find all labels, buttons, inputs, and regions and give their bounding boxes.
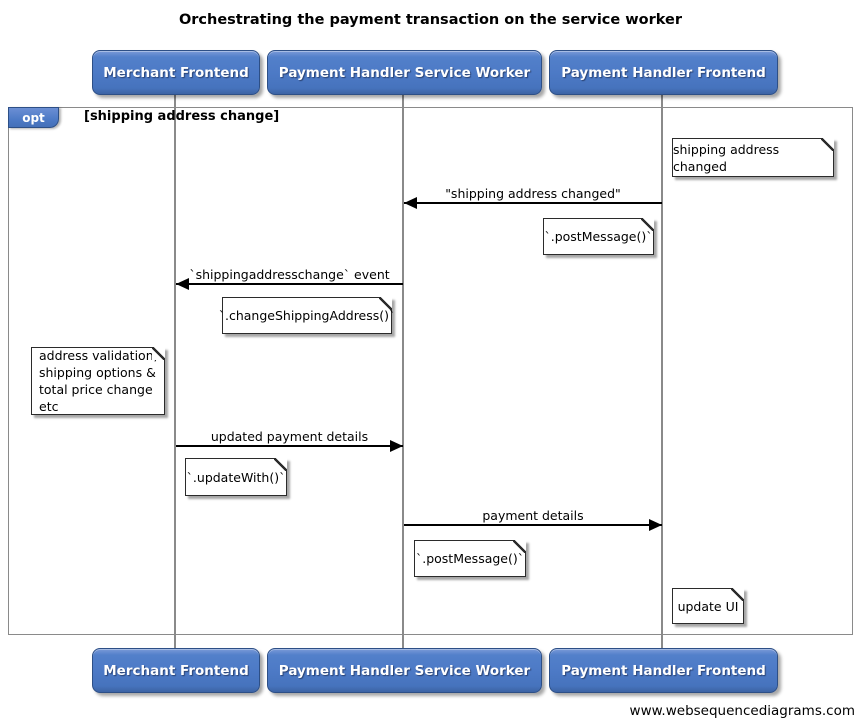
note-fold-corner-icon	[379, 297, 392, 310]
actor-label: Payment Handler Service Worker	[278, 64, 531, 81]
message-arrow-4	[404, 524, 662, 526]
note-fold-corner-icon	[641, 218, 654, 231]
actor-merchant-frontend-bottom: Merchant Frontend	[92, 648, 260, 693]
note-fold-corner-icon	[274, 458, 287, 471]
note-postmessage-2: `.postMessage()`	[414, 540, 526, 577]
note-change-shipping-address: `.changeShippingAddress()`	[219, 297, 395, 334]
note-text: `.updateWith()`	[186, 469, 286, 485]
arrowhead-left	[404, 197, 417, 209]
actor-label: Merchant Frontend	[103, 64, 249, 81]
opt-operator-tab: opt	[8, 107, 59, 128]
note-text: shipping address changed	[673, 141, 780, 174]
opt-fragment: opt [shipping address change]	[8, 107, 853, 635]
opt-guard-label: [shipping address change]	[84, 109, 280, 124]
actor-merchant-frontend-top: Merchant Frontend	[92, 50, 260, 95]
actor-label: Payment Handler Service Worker	[278, 662, 531, 679]
message-label: "shipping address changed"	[445, 186, 621, 201]
note-fold-corner-icon	[731, 588, 744, 601]
note-updatewith: `.updateWith()`	[185, 458, 287, 496]
diagram-title: Orchestrating the payment transaction on…	[178, 12, 683, 28]
lifeline-merchant-frontend	[174, 92, 176, 648]
message-arrow-3	[176, 445, 403, 447]
message-label: payment details	[482, 508, 584, 523]
note-fold-corner-icon	[513, 540, 526, 553]
actor-label: Payment Handler Frontend	[561, 64, 766, 81]
actor-payment-handler-service-worker-bottom: Payment Handler Service Worker	[267, 648, 542, 693]
message-label: updated payment details	[210, 429, 369, 444]
message-arrow-1	[404, 202, 662, 204]
note-text: address validation, shipping options & t…	[39, 348, 158, 414]
note-text: `.postMessage()`	[415, 551, 524, 566]
note-fold-corner-icon	[821, 138, 834, 151]
arrowhead-right	[649, 519, 662, 531]
note-address-validation: address validation, shipping options & t…	[31, 347, 165, 415]
note-text: `.changeShippingAddress()`	[218, 308, 396, 323]
note-update-ui: update UI	[672, 588, 744, 624]
actor-payment-handler-service-worker-top: Payment Handler Service Worker	[267, 50, 542, 95]
note-text: update UI	[677, 598, 739, 614]
arrowhead-right	[390, 440, 403, 452]
actor-payment-handler-frontend-bottom: Payment Handler Frontend	[549, 648, 778, 693]
lifeline-payment-handler-frontend	[661, 92, 663, 648]
actor-label: Merchant Frontend	[103, 662, 249, 679]
lifeline-payment-handler-service-worker	[402, 92, 404, 648]
note-fold-corner-icon	[152, 347, 165, 360]
message-label: `shippingaddresschange` event	[189, 267, 390, 282]
message-arrow-2	[176, 283, 403, 285]
actor-payment-handler-frontend-top: Payment Handler Frontend	[549, 50, 778, 95]
note-shipping-address-changed: shipping address changed	[672, 138, 834, 177]
note-text: `.postMessage()`	[544, 229, 653, 244]
arrowhead-left	[176, 278, 189, 290]
watermark: www.websequencediagrams.com	[629, 703, 855, 719]
actor-label: Payment Handler Frontend	[561, 662, 766, 679]
note-postmessage-1: `.postMessage()`	[543, 218, 654, 255]
